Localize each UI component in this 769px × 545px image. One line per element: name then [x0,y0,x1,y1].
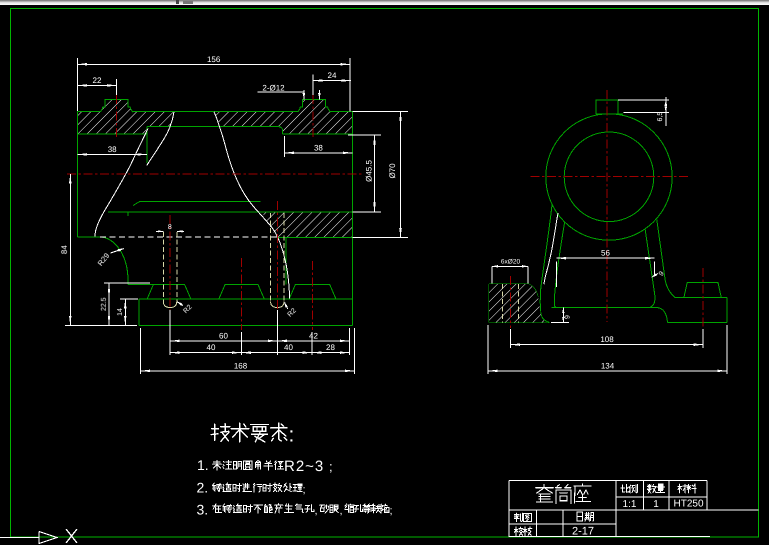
svg-text::: : [288,424,294,447]
svg-text:40: 40 [284,343,293,352]
svg-text:8: 8 [168,224,172,231]
svg-text:R2: R2 [287,307,298,318]
svg-text:6xØ20: 6xØ20 [501,258,521,265]
svg-text:22: 22 [93,76,102,85]
svg-text:9: 9 [565,315,572,319]
svg-text:,: , [314,505,317,517]
svg-text:156: 156 [207,55,221,64]
svg-text:R2: R2 [182,304,193,315]
svg-text:Ø45.5: Ø45.5 [365,160,374,182]
svg-text:38: 38 [108,145,117,154]
svg-text:38: 38 [314,143,323,152]
svg-text:28: 28 [326,343,335,352]
svg-text:2-Ø12: 2-Ø12 [262,83,285,92]
svg-text:84: 84 [60,245,69,254]
svg-text:2.: 2. [196,480,208,496]
svg-text:42: 42 [309,331,318,340]
svg-text:1.: 1. [197,457,209,473]
svg-text:HT250: HT250 [673,498,703,509]
svg-text:134: 134 [601,361,615,370]
svg-text:R2~3: R2~3 [284,458,324,475]
svg-text:3.: 3. [196,502,208,518]
svg-text:60: 60 [219,331,228,340]
svg-text:Ø70: Ø70 [388,163,397,179]
svg-text:9: 9 [658,270,666,278]
svg-text:14: 14 [117,308,124,316]
svg-text:108: 108 [600,335,614,344]
svg-text:;: ; [329,459,333,474]
svg-text:,: , [339,505,342,517]
svg-text:40: 40 [207,343,216,352]
svg-text:24: 24 [328,71,337,80]
svg-text:56: 56 [601,249,610,258]
svg-text:;: ; [389,505,392,517]
svg-text:2-17: 2-17 [572,525,594,537]
svg-text:6,5: 6,5 [657,112,664,122]
svg-text:;: ; [302,484,305,496]
svg-text:1: 1 [653,499,659,510]
svg-text:168: 168 [234,361,248,370]
svg-text:22.5: 22.5 [101,297,108,311]
svg-text:1:1: 1:1 [623,499,637,510]
